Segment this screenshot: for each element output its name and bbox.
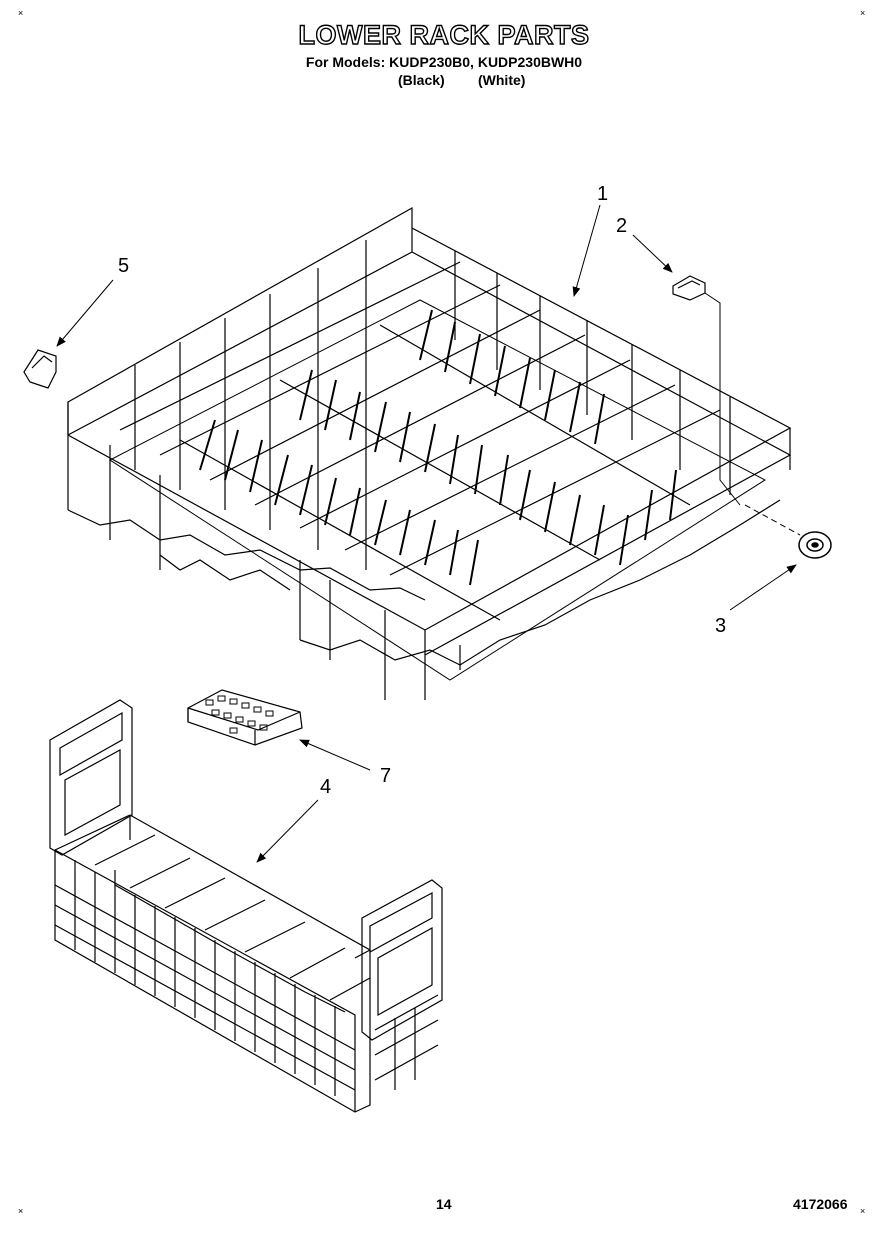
rack-clip-part [672,275,706,301]
clip-leader-line [704,292,741,506]
corner-mark-top-left: × [18,8,24,18]
callout-1: 1 [597,183,608,205]
callout-numbers: 1 2 3 4 5 7 [118,183,726,798]
silverware-basket-part [49,699,443,1113]
corner-mark-bottom-left: × [18,1206,24,1216]
model-list: For Models: KUDP230B0, KUDP230BWH0 [305,54,583,70]
basket-cover-part [187,689,303,746]
page-number: 14 [436,1196,452,1212]
callout-3: 3 [715,615,726,637]
callout-leaders [56,204,797,863]
corner-mark-top-right: × [860,8,866,18]
variant-black: (Black) [398,72,445,88]
leader-5 [56,279,114,347]
callout-7: 7 [380,765,391,787]
leader-1 [572,204,601,297]
callout-5: 5 [118,255,129,277]
rack-tines [199,309,677,586]
lower-dishrack-part [67,206,792,700]
variant-white: (White) [478,72,526,88]
wheel-leader-line [744,504,801,536]
document-number: 4172066 [793,1196,848,1212]
leader-2 [632,234,673,273]
leader-3 [729,564,797,611]
leader-7 [299,739,371,771]
rack-wheel-part [798,531,832,559]
corner-mark-bottom-right: × [860,1206,866,1216]
callout-2: 2 [616,215,627,237]
leader-4 [256,799,319,863]
callout-4: 4 [320,776,331,798]
rack-bumper-part [23,349,57,389]
page-title: LOWER RACK PARTS [298,19,590,50]
